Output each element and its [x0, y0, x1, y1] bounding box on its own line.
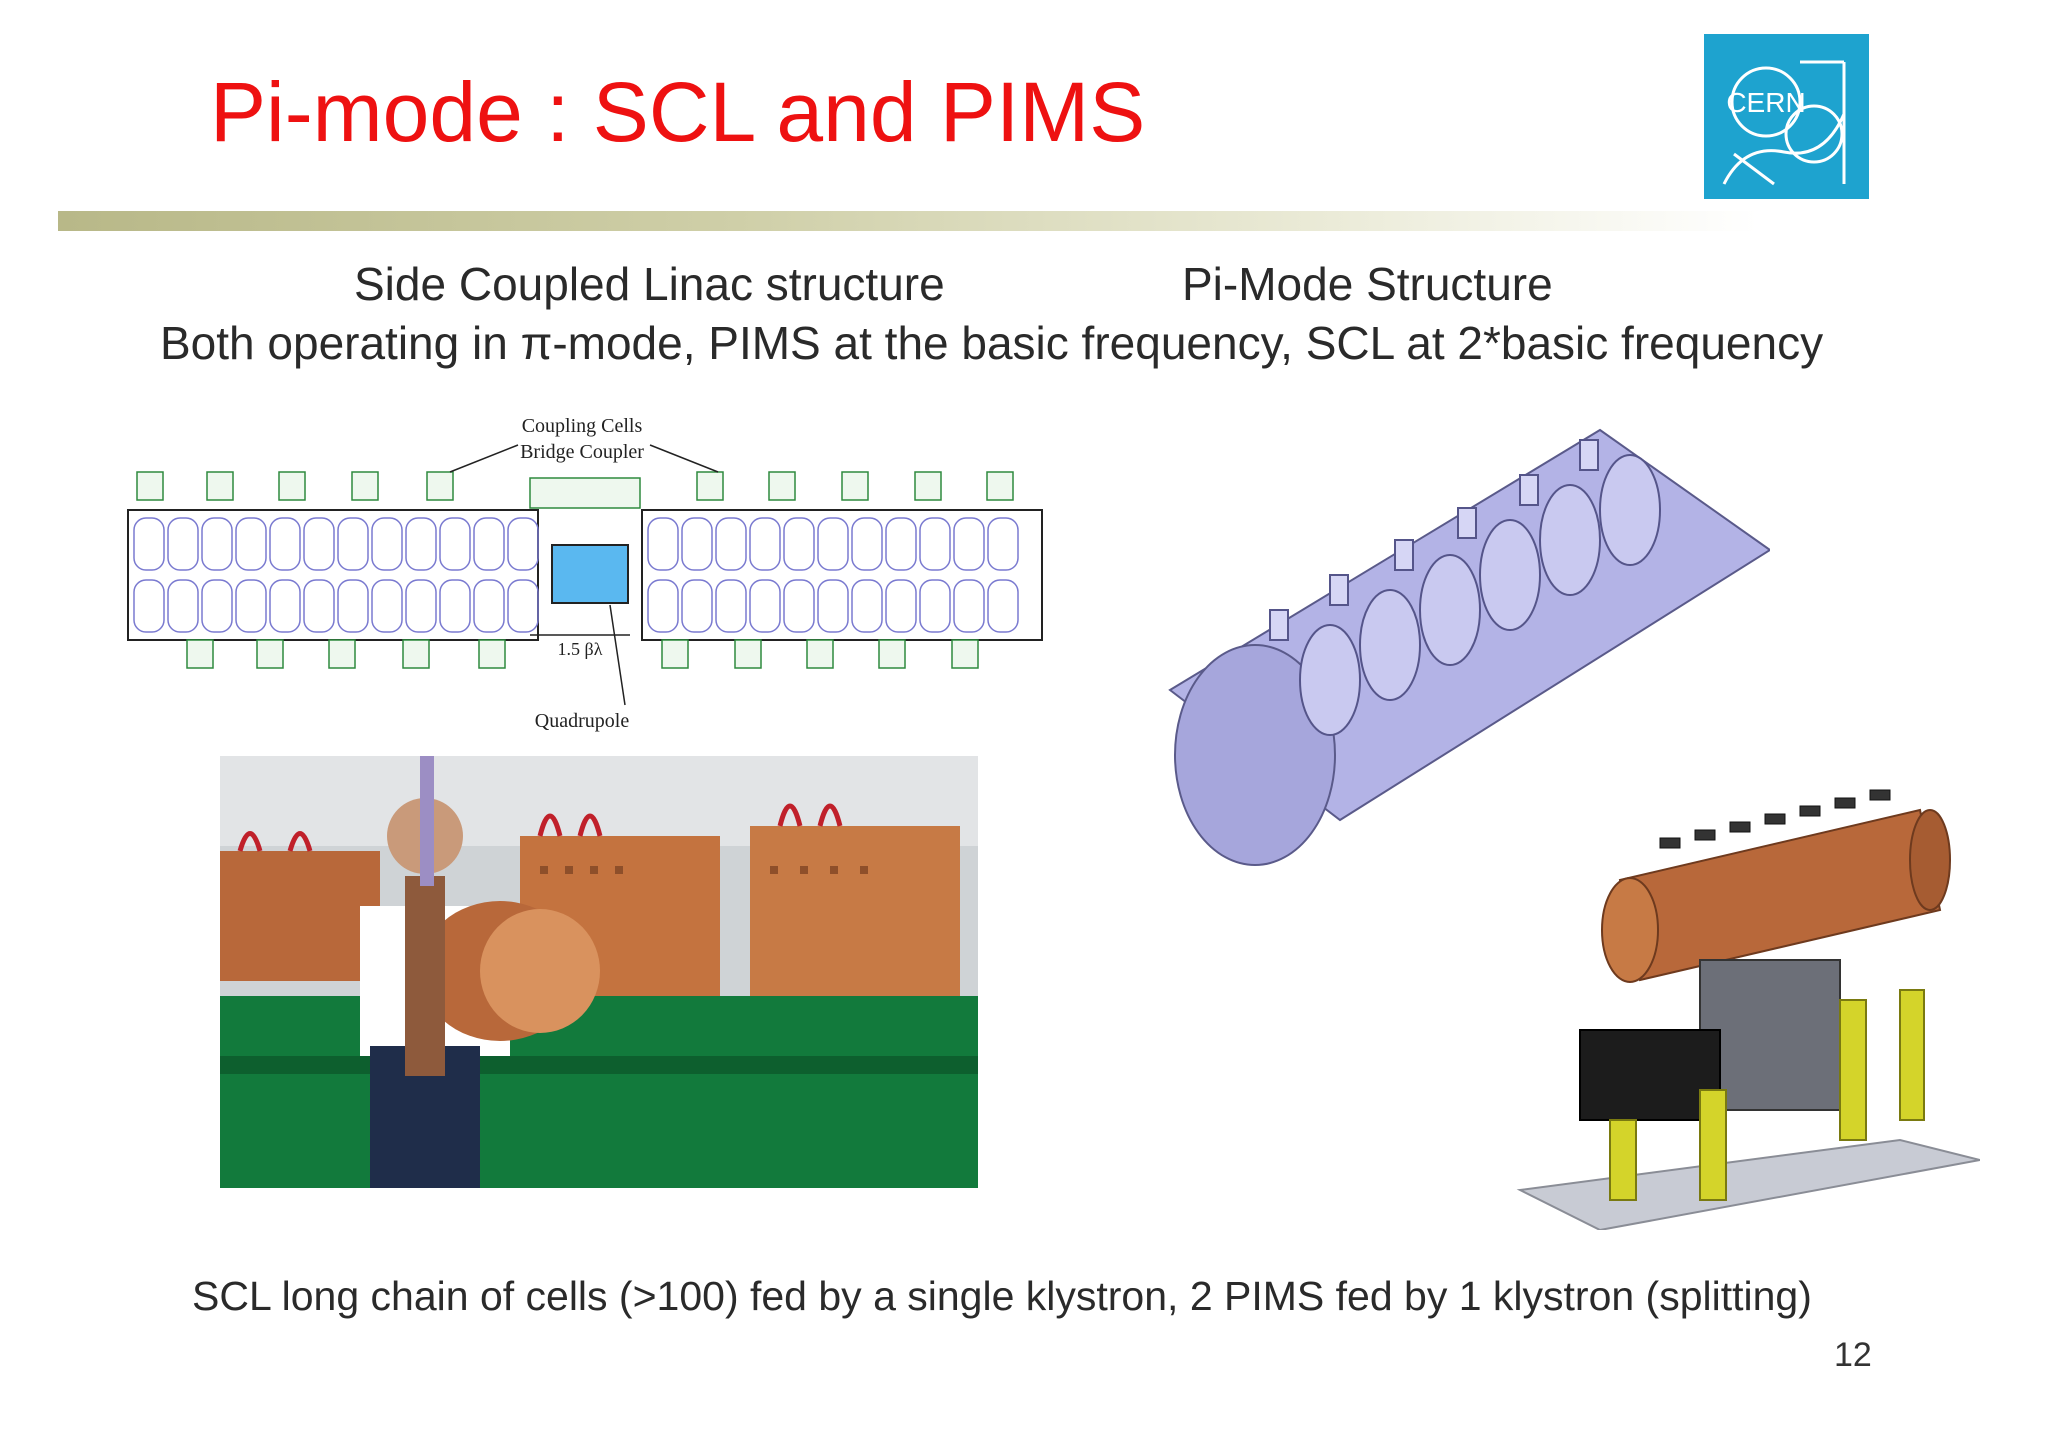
operating-description: Both operating in π-mode, PIMS at the ba…	[160, 317, 1824, 369]
coupling-cell	[951, 639, 979, 669]
coupling-cell	[328, 639, 356, 669]
label-bridge-coupler: Bridge Coupler	[520, 441, 644, 463]
accelerating-cell	[235, 579, 267, 633]
accelerating-cell	[987, 517, 1019, 571]
accelerating-cell	[919, 579, 951, 633]
label-spacing: 1.5 βλ	[558, 639, 603, 659]
title-divider	[58, 211, 1758, 231]
accelerating-cell	[133, 579, 165, 633]
coupling-cell	[256, 639, 284, 669]
coupling-cell	[841, 471, 869, 501]
coupling-cell	[426, 471, 454, 501]
accelerating-cell	[647, 517, 679, 571]
bridge-coupler	[529, 477, 641, 509]
accelerating-cell	[303, 579, 335, 633]
accelerating-cell	[783, 517, 815, 571]
accelerating-cell	[749, 579, 781, 633]
accelerating-cell	[439, 579, 471, 633]
accelerating-cell	[851, 579, 883, 633]
accelerating-cell	[681, 517, 713, 571]
accelerating-cell	[303, 517, 335, 571]
coupling-cell	[661, 639, 689, 669]
coupling-cell	[186, 639, 214, 669]
slide-title: Pi-mode : SCL and PIMS	[210, 65, 1146, 159]
scl-assembly-photo	[220, 756, 978, 1188]
accelerating-cell	[987, 579, 1019, 633]
accelerating-cell	[715, 579, 747, 633]
subtitle-pims: Pi-Mode Structure	[1182, 258, 1553, 310]
accelerating-cell	[235, 517, 267, 571]
accelerating-cell	[371, 517, 403, 571]
pims-cutaway-render	[1168, 428, 1770, 866]
scl-diagram: Coupling Cells Bridge Coupler 1.5 βλ Qua…	[127, 415, 1043, 732]
accelerating-cell	[749, 517, 781, 571]
accelerating-cell	[201, 579, 233, 633]
coupling-cell	[136, 471, 164, 501]
accelerating-cell	[919, 517, 951, 571]
accelerating-cell	[647, 579, 679, 633]
accelerating-cell	[405, 579, 437, 633]
coupling-cell	[806, 639, 834, 669]
accelerating-cell	[817, 579, 849, 633]
accelerating-cell	[507, 517, 539, 571]
accelerating-cell	[269, 517, 301, 571]
accelerating-cell	[715, 517, 747, 571]
coupling-cell	[986, 471, 1014, 501]
coupling-cell	[351, 471, 379, 501]
accelerating-cell	[783, 579, 815, 633]
footer-note: SCL long chain of cells (>100) fed by a …	[192, 1273, 1812, 1319]
accelerating-cell	[885, 517, 917, 571]
coupling-cell	[402, 639, 430, 669]
accelerating-cell	[953, 579, 985, 633]
accelerating-cell	[337, 579, 369, 633]
cern-logo: CERN	[1704, 34, 1869, 199]
accelerating-cell	[167, 579, 199, 633]
page-number: 12	[1834, 1336, 1872, 1374]
accelerating-cell	[337, 517, 369, 571]
coupling-cell	[878, 639, 906, 669]
accelerating-cell	[507, 579, 539, 633]
tank-right	[641, 509, 1043, 641]
logo-text: CERN	[1726, 87, 1805, 118]
coupling-cell	[734, 639, 762, 669]
accelerating-cell	[851, 517, 883, 571]
accelerating-cell	[167, 517, 199, 571]
coupling-cell	[206, 471, 234, 501]
coupling-cell	[278, 471, 306, 501]
coupling-cell	[696, 471, 724, 501]
coupling-cell	[478, 639, 506, 669]
accelerating-cell	[473, 517, 505, 571]
coupling-cell	[914, 471, 942, 501]
accelerating-cell	[405, 517, 437, 571]
accelerating-cell	[953, 517, 985, 571]
accelerating-cell	[473, 579, 505, 633]
accelerating-cell	[681, 579, 713, 633]
label-quadrupole: Quadrupole	[535, 710, 630, 732]
accelerating-cell	[269, 579, 301, 633]
accelerating-cell	[133, 517, 165, 571]
accelerating-cell	[885, 579, 917, 633]
subtitle-scl: Side Coupled Linac structure	[354, 258, 945, 310]
coupling-cell	[768, 471, 796, 501]
label-coupling-cells: Coupling Cells	[522, 415, 643, 437]
accelerating-cell	[817, 517, 849, 571]
tank-left	[127, 509, 539, 641]
accelerating-cell	[439, 517, 471, 571]
pims-module-render	[1516, 789, 1980, 1230]
accelerating-cell	[201, 517, 233, 571]
accelerating-cell	[371, 579, 403, 633]
quadrupole-block	[551, 544, 629, 604]
